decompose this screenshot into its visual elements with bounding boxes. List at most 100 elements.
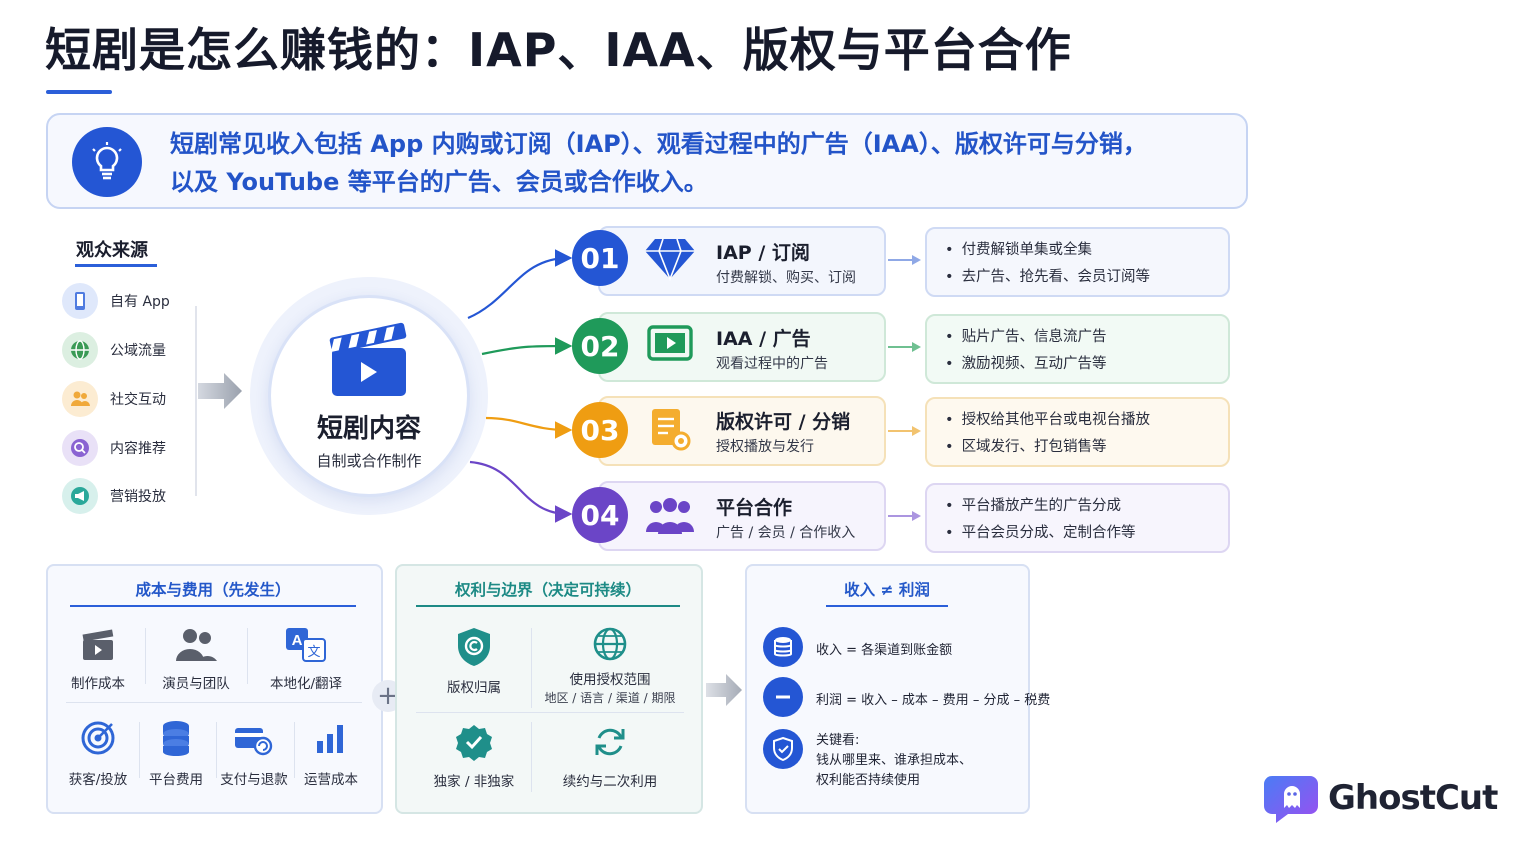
revenue-card-platform xyxy=(598,481,886,551)
detail-line: 付费解锁单集或全集 xyxy=(945,237,1228,264)
detail-line: 平台播放产生的广告分成 xyxy=(945,493,1228,520)
audience-item-app: 自有 App xyxy=(62,283,170,319)
database-icon xyxy=(763,627,803,667)
cost-separator xyxy=(247,628,248,684)
revenue-card-iaa xyxy=(598,312,886,382)
group-icon xyxy=(644,490,696,542)
costs-title: 成本与费用（先发生） xyxy=(135,581,291,599)
people-icon xyxy=(62,381,98,417)
detail-line: 授权给其他平台或电视台播放 xyxy=(945,407,1228,434)
diamond-icon xyxy=(644,233,696,285)
rights-separator xyxy=(531,722,532,792)
license-document-icon xyxy=(644,404,696,456)
svg-text:A: A xyxy=(292,632,303,649)
rights-title: 权利与边界（决定可持续） xyxy=(454,581,641,599)
shield-check-icon xyxy=(763,729,803,769)
arrow-right-icon xyxy=(888,255,921,265)
detail-line: 激励视频、互动广告等 xyxy=(945,351,1228,378)
cost-label: 获客/投放 xyxy=(68,772,128,788)
audience-label: 社交互动 xyxy=(110,392,166,408)
cost-label: 支付与退款 xyxy=(220,772,288,788)
cost-separator xyxy=(139,722,140,778)
arrow-right-icon xyxy=(888,511,921,521)
cost-label: 演员与团队 xyxy=(162,676,230,692)
revenue-subtitle: 付费解锁、购买、订阅 xyxy=(716,270,856,286)
connector-lines xyxy=(467,249,573,523)
payment-icon xyxy=(232,718,274,758)
search-icon xyxy=(62,430,98,466)
audience-label: 营销投放 xyxy=(110,489,166,505)
flow-arrow-icon xyxy=(198,373,242,409)
revenue-title: 平台合作 xyxy=(716,497,793,519)
income-keypoint: 钱从哪里来、谁承担成本、 xyxy=(816,753,973,768)
rights-label: 使用授权范围 xyxy=(569,672,651,688)
detail-line: 平台会员分成、定制合作等 xyxy=(945,520,1228,547)
audience-item-public: 公域流量 xyxy=(62,332,166,368)
audience-label: 公域流量 xyxy=(110,343,166,359)
detail-card-iap: 付费解锁单集或全集 去广告、抢先看、会员订阅等 xyxy=(925,227,1230,297)
revenue-title: 版权许可 / 分销 xyxy=(716,411,851,433)
bar-chart-icon xyxy=(310,718,352,758)
cost-separator xyxy=(145,628,146,684)
center-subtitle: 自制或合作制作 xyxy=(316,452,422,470)
revenue-subtitle: 广告 / 会员 / 合作收入 xyxy=(716,525,856,541)
ghost-logo-icon xyxy=(1264,776,1318,823)
intro-text: 短剧常见收入包括 App 内购或订阅（IAP）、观看过程中的广告（IAA）、版权… xyxy=(170,125,1230,201)
revenue-number: 01 xyxy=(572,230,628,286)
cost-label: 制作成本 xyxy=(71,676,125,692)
rights-label: 版权归属 xyxy=(447,680,501,696)
revenue-number: 04 xyxy=(572,487,628,543)
rights-underline xyxy=(416,605,680,607)
revenue-number: 03 xyxy=(572,402,628,458)
rights-sublabel: 地区 / 语言 / 渠道 / 期限 xyxy=(544,691,676,705)
intro-box xyxy=(46,113,1248,209)
svg-text:文: 文 xyxy=(307,645,320,660)
revenue-subtitle: 观看过程中的广告 xyxy=(716,356,828,372)
detail-card-iaa: 贴片广告、信息流广告 激励视频、互动广告等 xyxy=(925,314,1230,384)
audience-item-marketing: 营销投放 xyxy=(62,478,166,514)
cost-separator xyxy=(294,722,295,778)
revenue-card-license xyxy=(598,396,886,466)
revenue-subtitle: 授权播放与发行 xyxy=(716,439,814,455)
target-icon xyxy=(78,718,118,758)
income-keypoints: 关键看: 钱从哪里来、谁承担成本、 权利能否持续使用 xyxy=(816,731,972,791)
cost-label: 运营成本 xyxy=(304,772,358,788)
audience-label: 自有 App xyxy=(110,294,170,310)
globe-icon xyxy=(62,332,98,368)
income-underline xyxy=(826,605,948,607)
audience-label: 内容推荐 xyxy=(110,441,166,457)
clapperboard-icon xyxy=(78,625,118,665)
copyright-shield-icon xyxy=(452,625,496,669)
phone-icon xyxy=(62,283,98,319)
revenue-title: IAP / 订阅 xyxy=(716,242,810,264)
income-line: 利润 = 收入 – 成本 – 费用 – 分成 – 税费 xyxy=(816,693,1051,708)
clapperboard-icon xyxy=(329,322,407,396)
income-line: 收入 = 各渠道到账金额 xyxy=(816,643,953,658)
costs-underline xyxy=(70,605,356,607)
badge-icon xyxy=(454,722,494,762)
arrow-right-icon xyxy=(888,342,921,352)
intro-line-1: 短剧常见收入包括 App 内购或订阅（IAP）、观看过程中的广告（IAA）、版权… xyxy=(170,130,1147,158)
refresh-icon xyxy=(590,722,630,762)
intro-line-2: 以及 YouTube 等平台的广告、会员或合作收入。 xyxy=(170,168,708,196)
brand-name: GhostCut xyxy=(1328,778,1498,818)
rights-row-separator xyxy=(416,712,684,713)
team-icon xyxy=(172,625,220,665)
cost-label: 本地化/翻译 xyxy=(269,676,343,692)
detail-line: 去广告、抢先看、会员订阅等 xyxy=(945,264,1228,291)
arrow-right-icon xyxy=(888,426,921,436)
revenue-title: IAA / 广告 xyxy=(716,328,811,350)
audience-underline xyxy=(75,264,157,267)
rights-label: 续约与二次利用 xyxy=(562,774,658,790)
coins-icon xyxy=(156,718,196,758)
detail-card-license: 授权给其他平台或电视台播放 区域发行、打包销售等 xyxy=(925,397,1230,467)
audience-divider xyxy=(195,306,197,496)
audience-item-social: 社交互动 xyxy=(62,381,166,417)
minus-icon xyxy=(763,677,803,717)
revenue-card-iap xyxy=(598,226,886,296)
detail-card-platform: 平台播放产生的广告分成 平台会员分成、定制合作等 xyxy=(925,483,1230,553)
title-underline xyxy=(46,90,112,94)
income-title: 收入 ≠ 利润 xyxy=(844,581,930,599)
rights-separator xyxy=(531,628,532,708)
cost-row-separator xyxy=(66,702,362,703)
